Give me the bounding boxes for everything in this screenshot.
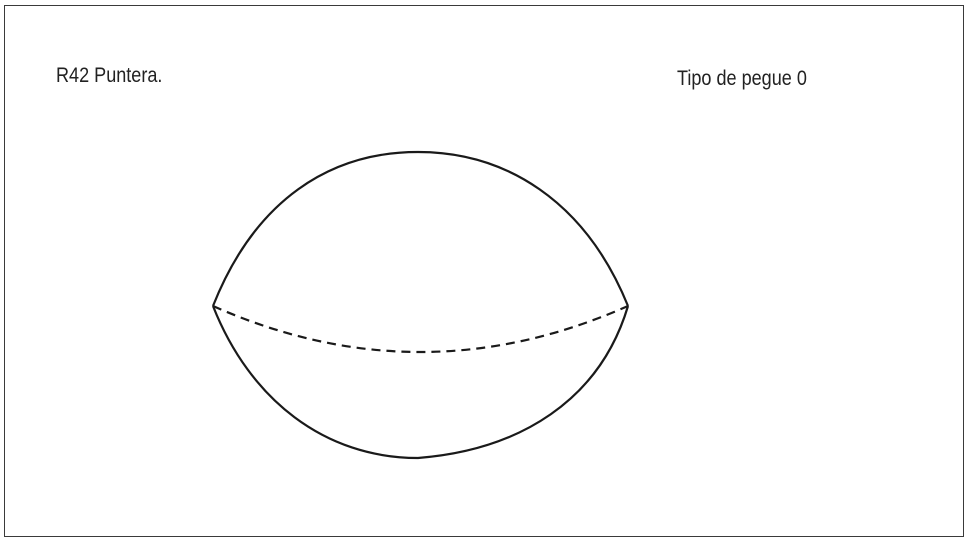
join-type-label: Tipo de pegue 0	[677, 67, 807, 90]
upper-outline	[211, 150, 630, 307]
piece-name-label: R42 Puntera.	[56, 64, 163, 87]
lower-outline	[211, 305, 630, 460]
fold-line-dashed	[212, 304, 629, 353]
sheet-border	[4, 5, 964, 537]
